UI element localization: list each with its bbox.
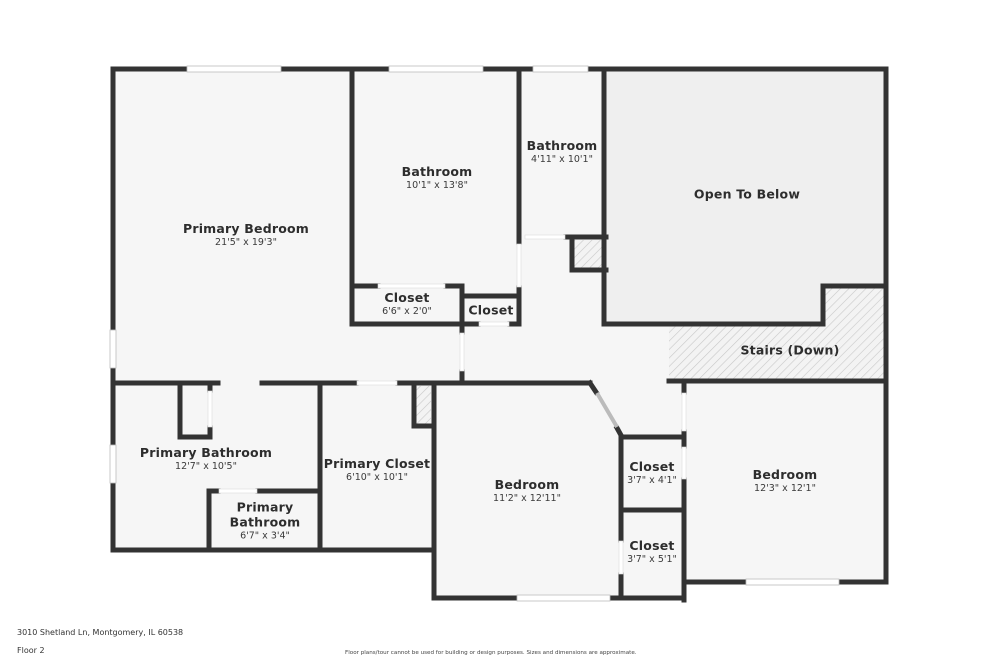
chase-hatch-2 — [416, 386, 431, 424]
window — [532, 65, 589, 73]
open-to-below-area — [606, 70, 886, 324]
window — [516, 594, 611, 602]
disclaimer: Floor plans/tour cannot be used for buil… — [345, 650, 637, 656]
property-address: 3010 Shetland Ln, Montgomery, IL 60538 — [17, 628, 184, 637]
window — [745, 578, 840, 586]
windows — [109, 65, 840, 602]
floor-fills — [113, 70, 886, 598]
floor-label: Floor 2 — [17, 646, 45, 655]
chase-hatch-1 — [573, 240, 602, 270]
window — [186, 65, 282, 73]
door-openings — [207, 234, 687, 575]
stairs-area — [669, 287, 884, 380]
window — [109, 444, 117, 484]
window — [109, 329, 117, 369]
window — [388, 65, 484, 73]
